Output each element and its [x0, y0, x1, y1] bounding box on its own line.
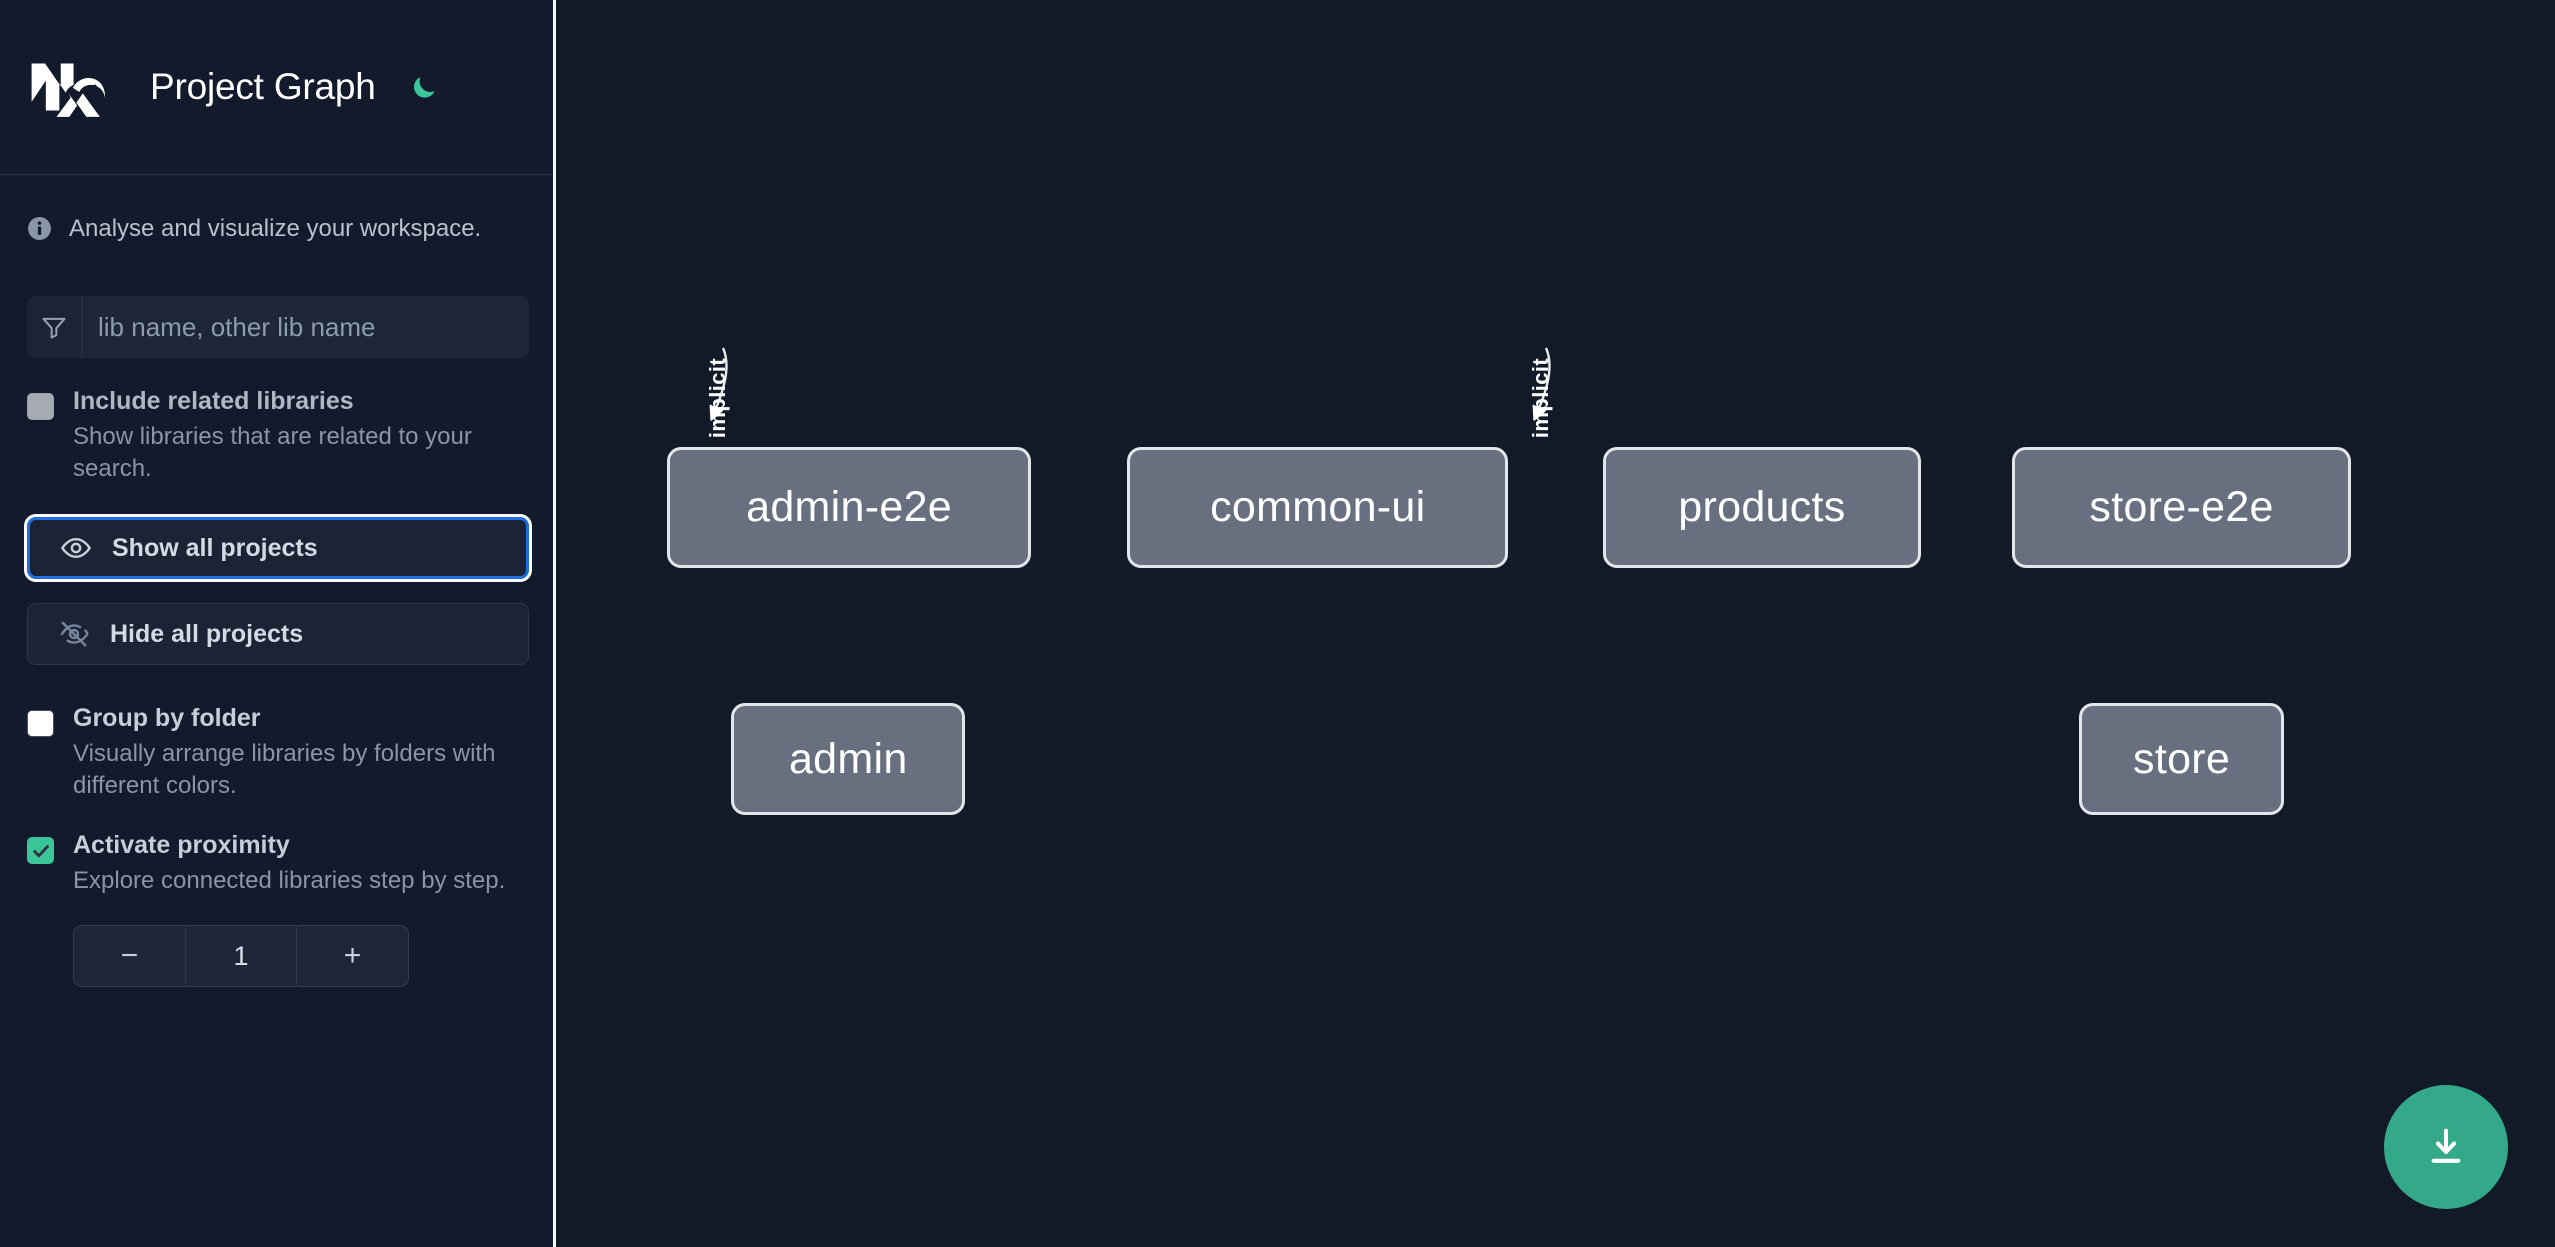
tagline: Analyse and visualize your workspace. [27, 175, 529, 282]
proximity-stepper: − 1 + [73, 925, 409, 988]
tagline-text: Analyse and visualize your workspace. [69, 214, 482, 242]
filter-row [27, 296, 529, 358]
graph-node-label: products [1678, 482, 1846, 531]
graph-node-admin[interactable]: admin [731, 703, 966, 815]
option-group-by-folder[interactable]: Group by folder Visually arrange librari… [27, 703, 529, 802]
download-button[interactable] [2384, 1085, 2508, 1209]
info-icon [28, 217, 51, 240]
edge-label-store-e2e-store: implicit [1528, 357, 1554, 439]
download-icon [2431, 1128, 2461, 1163]
edge-label-admin-e2e-admin: implicit [705, 357, 731, 439]
moon-icon[interactable] [404, 67, 444, 107]
sidebar-scrollbar-track[interactable] [553, 0, 556, 1247]
checkbox-activate-proximity[interactable] [27, 837, 54, 865]
stepper-increment-button[interactable]: + [296, 926, 408, 987]
sidebar-header: Project Graph [0, 0, 556, 175]
moon-glyph [413, 77, 435, 98]
graph-node-admin-e2e[interactable]: admin-e2e [667, 446, 1031, 568]
option-description: Show libraries that are related to your … [73, 423, 472, 483]
checkbox-group-by-folder[interactable] [27, 710, 54, 738]
graph-node-common-ui[interactable]: common-ui [1127, 446, 1509, 568]
graph-edges [556, 347, 1551, 1247]
option-description: Visually arrange libraries by folders wi… [73, 740, 496, 800]
sidebar-body: Analyse and visualize your workspace. In… [0, 175, 556, 988]
graph-node-label: admin-e2e [746, 482, 953, 531]
graph-node-label: store [2133, 734, 2231, 783]
funnel-glyph [42, 317, 66, 339]
option-activate-proximity[interactable]: Activate proximity Explore connected lib… [27, 830, 529, 897]
option-title: Include related libraries [73, 387, 354, 415]
show-all-projects-button[interactable]: Show all projects [24, 514, 532, 583]
hide-all-projects-button[interactable]: Hide all projects [27, 603, 529, 666]
option-title: Group by folder [73, 704, 261, 733]
stepper-decrement-button[interactable]: − [74, 926, 186, 987]
search-input[interactable] [82, 296, 529, 358]
funnel-icon [27, 296, 82, 358]
sidebar: Project Graph Analyse and visualize your… [0, 0, 556, 1247]
page-title: Project Graph [150, 66, 376, 107]
option-description: Explore connected libraries step by step… [73, 867, 506, 895]
nx-logo-icon [31, 63, 105, 117]
graph-node-store[interactable]: store [2079, 703, 2284, 815]
check-icon [32, 844, 49, 857]
eye-icon [61, 538, 91, 559]
graph-node-label: store-e2e [2089, 482, 2274, 531]
option-title: Activate proximity [73, 831, 290, 860]
checkbox-include-related-libraries[interactable] [27, 393, 54, 420]
show-all-projects-label: Show all projects [112, 533, 318, 562]
graph-node-label: common-ui [1210, 482, 1426, 531]
eye-off-icon [60, 621, 89, 647]
graph-node-label: admin [788, 734, 908, 783]
graph-node-store-e2e[interactable]: store-e2e [2012, 446, 2351, 568]
option-include-related-libraries[interactable]: Include related libraries Show libraries… [27, 386, 529, 485]
spacer [27, 485, 529, 507]
hide-all-projects-label: Hide all projects [110, 619, 304, 648]
stepper-value: 1 [233, 940, 249, 971]
graph-node-products[interactable]: products [1603, 446, 1921, 568]
graph-canvas[interactable]: admin-e2e common-ui products store-e2e admin… [556, 0, 2555, 1247]
